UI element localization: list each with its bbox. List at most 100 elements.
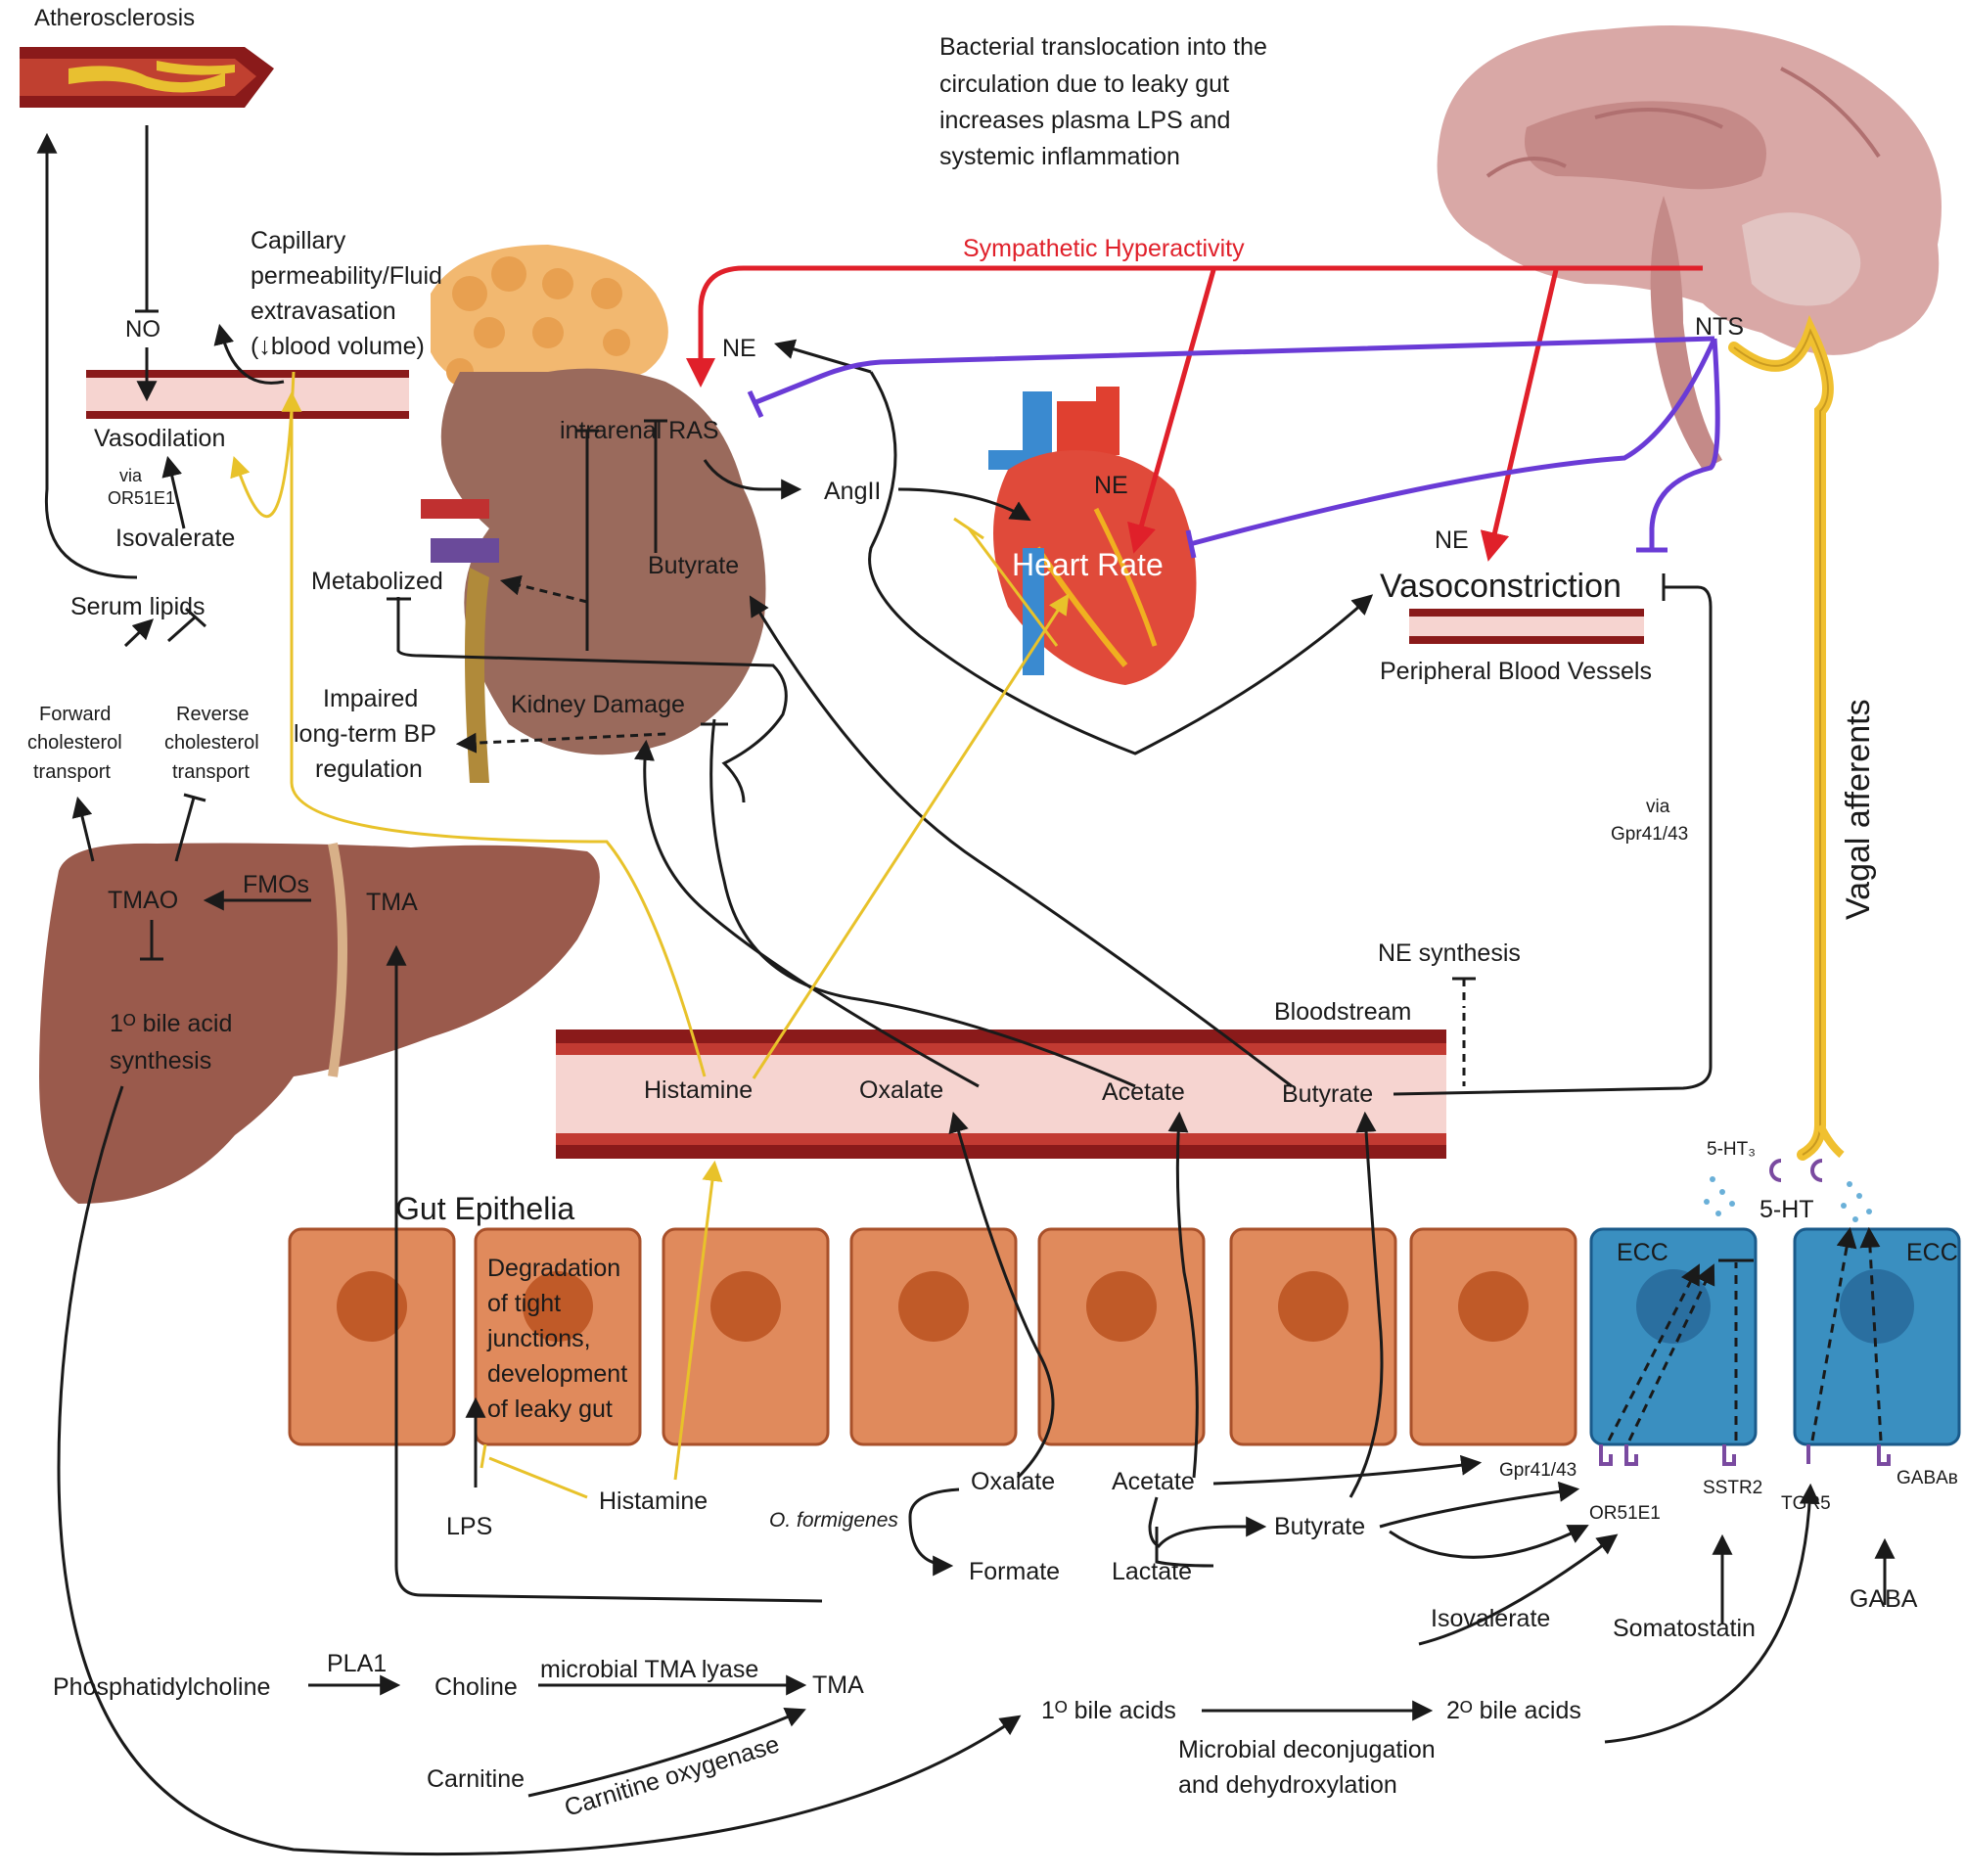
butyrate-gut-label: Butyrate bbox=[1274, 1513, 1365, 1540]
vagal-inhibition bbox=[747, 336, 1720, 559]
gut-epithelia-label: Gut Epithelia bbox=[395, 1191, 574, 1226]
or51e1-label-top: OR51E1 bbox=[108, 488, 175, 508]
reverse-transport-line2: cholesterol bbox=[164, 732, 259, 754]
carnitine-oxygenase-label: Carnitine oxygenase bbox=[562, 1730, 783, 1821]
ne-synthesis-label: NE synthesis bbox=[1378, 939, 1521, 967]
capillary-line2: permeability/Fluid bbox=[251, 262, 442, 290]
reverse-transport-line1: Reverse bbox=[176, 704, 249, 725]
kidney-image bbox=[421, 245, 766, 783]
capillary-line1: Capillary bbox=[251, 227, 346, 254]
oxalate-blood-label: Oxalate bbox=[859, 1076, 943, 1104]
vasoconstriction-label: Vasoconstriction bbox=[1380, 568, 1622, 605]
gut-cell bbox=[849, 1227, 1018, 1446]
acetate-gut-label: Acetate bbox=[1112, 1468, 1195, 1495]
forward-transport-line1: Forward bbox=[39, 704, 111, 725]
acetate-blood-label: Acetate bbox=[1102, 1078, 1185, 1106]
receptors bbox=[1599, 1159, 1891, 1466]
via-label: via bbox=[119, 466, 143, 485]
sympathetic-label: Sympathetic Hyperactivity bbox=[963, 235, 1245, 262]
gut-cell bbox=[288, 1227, 456, 1446]
forward-transport-line2: cholesterol bbox=[27, 732, 122, 754]
atherosclerosis-label: Atherosclerosis bbox=[34, 5, 195, 31]
bile-synthesis-line1: 1ᴼ bile acid bbox=[110, 1010, 232, 1037]
degradation-line3: junctions, bbox=[486, 1325, 591, 1352]
bacterial-line4: systemic inflammation bbox=[939, 143, 1180, 170]
tma-lyase-label: microbial TMA lyase bbox=[540, 1656, 758, 1683]
lactate-label: Lactate bbox=[1112, 1558, 1192, 1585]
degradation-line5: of leaky gut bbox=[487, 1396, 613, 1423]
atherosclerosis-artery-image bbox=[20, 47, 274, 108]
microbial-deconjugation-line1: Microbial deconjugation bbox=[1178, 1736, 1436, 1763]
liver-image bbox=[39, 843, 600, 1204]
gpr4143-label: Gpr41/43 bbox=[1499, 1460, 1577, 1481]
tma-bottom-label: TMA bbox=[812, 1671, 864, 1699]
formate-label: Formate bbox=[969, 1558, 1060, 1585]
primary-bile-acids-label: 1ᴼ bile acids bbox=[1041, 1697, 1176, 1724]
serum-lipids-label: Serum lipids bbox=[70, 593, 206, 620]
gut-cell bbox=[474, 1227, 642, 1446]
heart-rate-label: Heart Rate bbox=[1012, 547, 1164, 582]
metabolized-label: Metabolized bbox=[311, 568, 443, 595]
bloodstream-vessel bbox=[556, 1030, 1446, 1159]
5ht3-label: 5-HT₃ bbox=[1707, 1139, 1756, 1160]
or51e1-label: OR51E1 bbox=[1589, 1503, 1661, 1524]
tmao-label: TMAO bbox=[108, 887, 178, 914]
kidney-damage-label: Kidney Damage bbox=[511, 691, 685, 718]
reverse-transport-line3: transport bbox=[172, 761, 250, 783]
gut-cell bbox=[1229, 1227, 1397, 1446]
vagal-nerve bbox=[1728, 314, 1834, 1161]
degradation-line2: of tight bbox=[487, 1290, 561, 1317]
bile-synthesis-line2: synthesis bbox=[110, 1047, 211, 1075]
sympathetic-arrows bbox=[686, 265, 1703, 562]
serotonin-dots bbox=[1704, 1176, 1872, 1222]
carnitine-label: Carnitine bbox=[427, 1765, 525, 1793]
butyrate-blood-label: Butyrate bbox=[1282, 1080, 1373, 1108]
vagal-afferents-label: Vagal afferents bbox=[1840, 699, 1877, 920]
histamine-blood-label: Histamine bbox=[644, 1076, 753, 1104]
somatostatin-label: Somatostatin bbox=[1613, 1615, 1756, 1642]
gut-cell bbox=[1409, 1227, 1577, 1446]
impaired-line1: Impaired bbox=[323, 685, 418, 712]
sstr2-label: SSTR2 bbox=[1703, 1478, 1762, 1498]
histamine-gut-label: Histamine bbox=[599, 1487, 708, 1515]
brain-image bbox=[1437, 25, 1942, 470]
ecc-dashed-arrows bbox=[1607, 1226, 1883, 1441]
forward-transport-line3: transport bbox=[33, 761, 111, 783]
tma-liver-label: TMA bbox=[366, 889, 418, 916]
no-label: NO bbox=[125, 316, 160, 343]
ecc-right-label: ECC bbox=[1906, 1239, 1958, 1266]
lps-label: LPS bbox=[446, 1513, 492, 1540]
degradation-line4: development bbox=[487, 1360, 627, 1388]
degradation-line1: Degradation bbox=[487, 1255, 620, 1282]
heart-image bbox=[988, 387, 1197, 685]
fmos-label: FMOs bbox=[243, 871, 309, 898]
capillary-line4: (↓blood volume) bbox=[251, 333, 425, 360]
angii-label: AngII bbox=[824, 478, 881, 505]
peripheral-vessel bbox=[1409, 609, 1644, 644]
ne-vessel-label: NE bbox=[1435, 526, 1469, 554]
peripheral-vessels-label: Peripheral Blood Vessels bbox=[1380, 658, 1652, 685]
gut-cell bbox=[662, 1227, 830, 1446]
vasodilation-label: Vasodilation bbox=[94, 425, 225, 452]
gabab-label: GABAʙ bbox=[1896, 1468, 1958, 1488]
histamine-arrows bbox=[230, 371, 1070, 1499]
nts-label: NTS bbox=[1695, 313, 1744, 341]
impaired-line2: long-term BP bbox=[294, 720, 436, 748]
bloodstream-label: Bloodstream bbox=[1274, 998, 1411, 1026]
capillary-line3: extravasation bbox=[251, 297, 396, 325]
ne-kidney-label: NE bbox=[722, 335, 756, 362]
heart-ne-label: NE bbox=[1094, 472, 1128, 499]
microbial-deconjugation-line2: and dehydroxylation bbox=[1178, 1771, 1397, 1799]
ecc-cell bbox=[1793, 1227, 1961, 1446]
isovalerate-bottom-label: Isovalerate bbox=[1431, 1605, 1550, 1632]
intrarenal-ras-label: intrarenal RAS bbox=[560, 417, 719, 444]
gaba-label: GABA bbox=[1850, 1585, 1918, 1613]
ecc-left-label: ECC bbox=[1617, 1239, 1668, 1266]
bacterial-line3: increases plasma LPS and bbox=[939, 107, 1230, 134]
butyrate-kidney-label: Butyrate bbox=[648, 552, 739, 579]
bacterial-line1: Bacterial translocation into the bbox=[939, 33, 1267, 61]
secondary-bile-acids-label: 2ᴼ bile acids bbox=[1446, 1697, 1581, 1724]
pla1-label: PLA1 bbox=[327, 1650, 387, 1677]
